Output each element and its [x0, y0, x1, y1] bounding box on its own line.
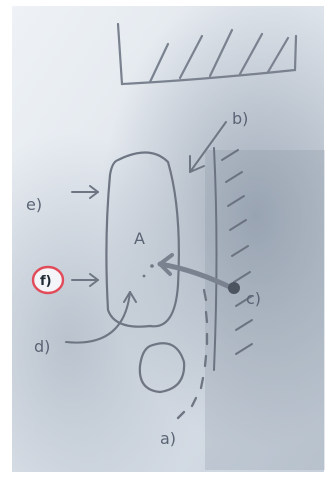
label-b: b): [232, 109, 248, 128]
label-d: d): [34, 337, 50, 356]
arrow-b: [189, 121, 227, 173]
rounded-shape-e: [105, 151, 180, 328]
arrow-c: [157, 253, 240, 294]
label-e: e): [26, 195, 42, 214]
label-big-a: A: [134, 229, 145, 248]
right-wall: [213, 147, 253, 371]
arrows: [65, 121, 227, 344]
inner-marks: [142, 264, 154, 278]
top-hatched-boundary: [116, 22, 298, 86]
label-c: c): [246, 289, 261, 308]
small-circle: [138, 342, 186, 394]
label-f: f): [40, 274, 52, 289]
arrow-d: [65, 291, 131, 344]
dashed-path-a: [176, 288, 209, 420]
label-a: a): [160, 429, 176, 448]
highlighted-label-f: f): [31, 265, 65, 295]
